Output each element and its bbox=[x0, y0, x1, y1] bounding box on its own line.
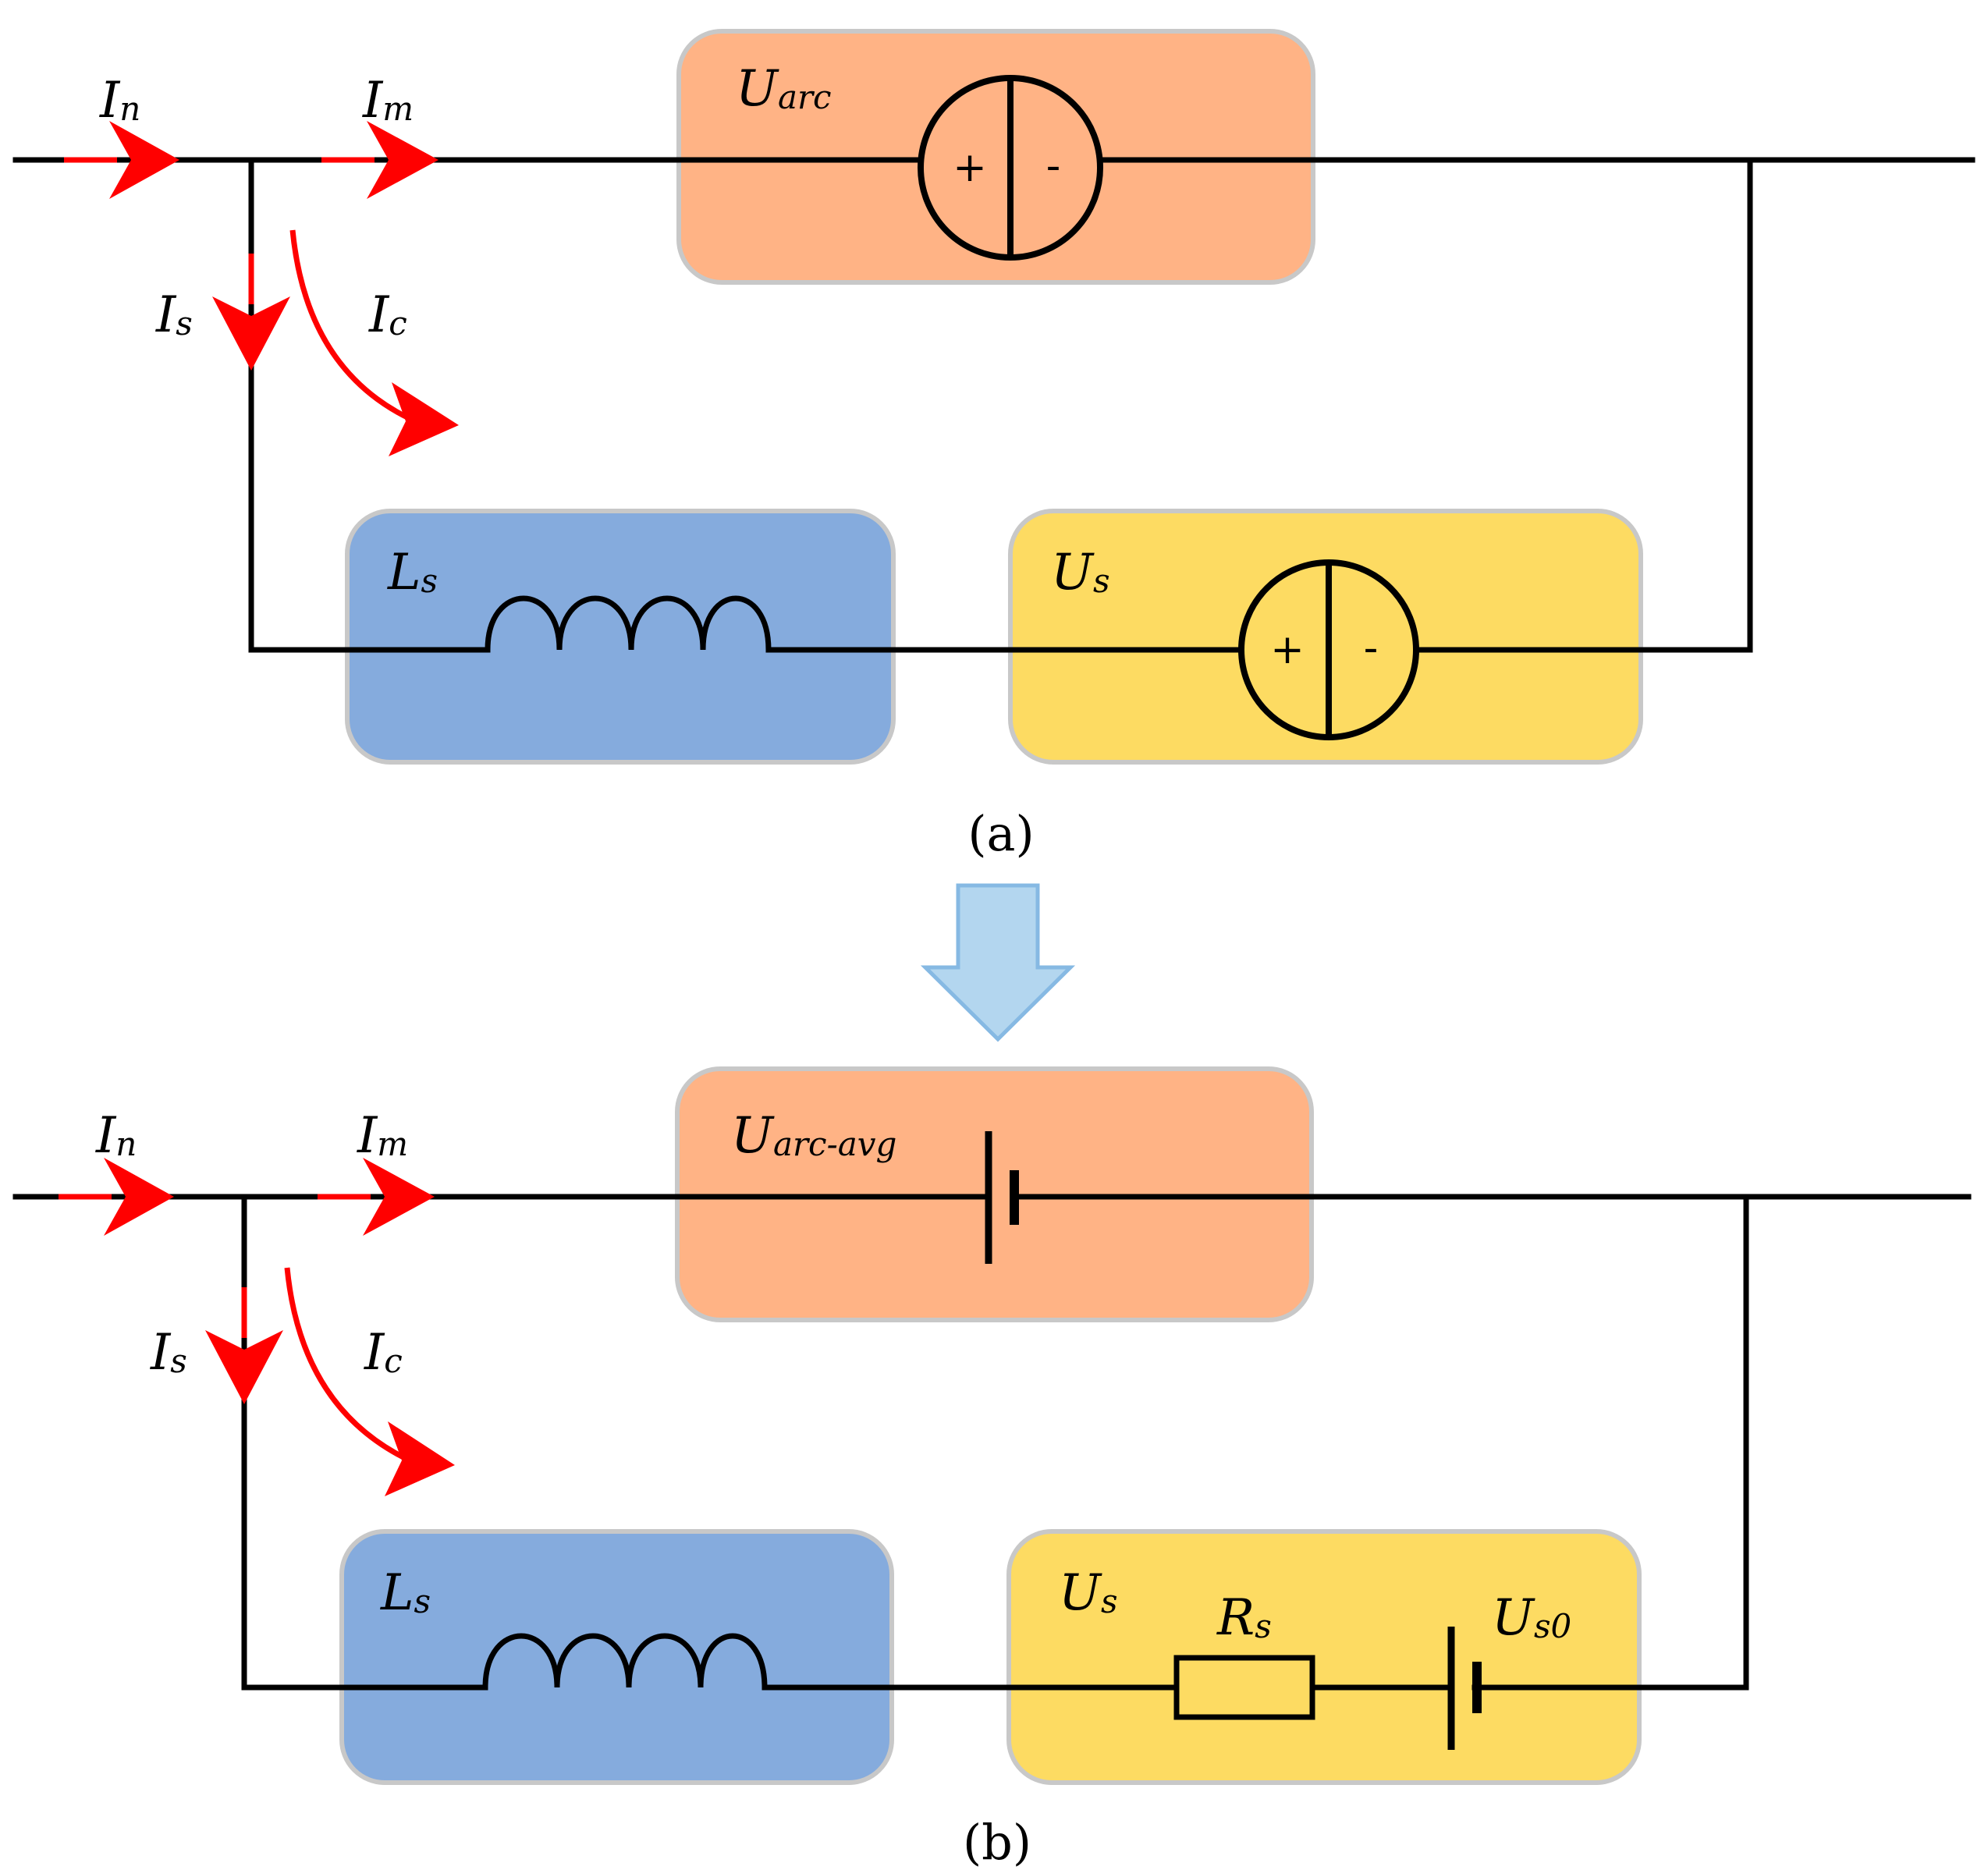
label-us-a: Us bbox=[1051, 544, 1110, 601]
inductor-coil-b bbox=[482, 1633, 768, 1691]
inductor-box-b bbox=[339, 1529, 894, 1785]
current-arrow-im-b bbox=[318, 1158, 435, 1236]
diagram-b: In Im Is Ic Uarc-avg Ls Us Rs Us0 (b) bbox=[12, 1066, 1972, 1870]
label-u-arc-a: Uarc bbox=[736, 60, 832, 118]
label-is-b: Is bbox=[150, 1324, 187, 1382]
arc-voltage-source-symbol-a: + - bbox=[918, 75, 1103, 261]
label-ls-b: Ls bbox=[380, 1564, 431, 1622]
label-u-arc-avg-b: Uarc-avg bbox=[731, 1107, 896, 1165]
label-us-b: Us bbox=[1059, 1564, 1118, 1622]
label-im-b: Im bbox=[357, 1107, 408, 1165]
current-arrow-is-a bbox=[212, 254, 290, 371]
label-us0-b: Us0 bbox=[1492, 1589, 1571, 1647]
inductor-box-a bbox=[345, 509, 896, 765]
caption-b: (b) bbox=[963, 1814, 1031, 1870]
series-source-box-b bbox=[1006, 1529, 1642, 1785]
current-arrow-ic-a bbox=[289, 229, 459, 456]
label-ls-a: Ls bbox=[387, 544, 438, 601]
transition-down-arrow bbox=[920, 883, 1076, 1042]
label-in-a: In bbox=[99, 72, 140, 130]
current-arrow-in-a bbox=[64, 121, 179, 199]
label-rs-b: Rs bbox=[1216, 1589, 1272, 1647]
minus-sign: - bbox=[1364, 625, 1379, 672]
label-is-a: Is bbox=[155, 286, 193, 344]
label-in-b: In bbox=[95, 1107, 137, 1165]
series-voltage-source-symbol-a: + - bbox=[1238, 559, 1419, 740]
arc-source-box-a bbox=[676, 29, 1315, 285]
current-arrow-is-b bbox=[205, 1287, 283, 1404]
label-ic-a: Ic bbox=[368, 286, 407, 344]
inductor-coil-a bbox=[485, 595, 772, 653]
current-arrow-in-b bbox=[59, 1158, 174, 1236]
arc-average-battery-symbol-b bbox=[985, 1131, 1019, 1264]
minus-sign: - bbox=[1046, 143, 1061, 190]
caption-a: (a) bbox=[967, 805, 1034, 862]
plus-sign: + bbox=[953, 144, 987, 191]
resistor-symbol-b bbox=[1173, 1655, 1315, 1720]
label-ic-b: Ic bbox=[364, 1324, 403, 1382]
plus-sign: + bbox=[1270, 626, 1305, 673]
label-im-a: Im bbox=[362, 72, 414, 130]
diagram-a: + - + - In Im Is bbox=[12, 29, 1976, 862]
us0-battery-symbol-b bbox=[1447, 1627, 1482, 1750]
current-arrow-im-a bbox=[321, 121, 438, 199]
wires-b bbox=[12, 1194, 1972, 1691]
current-arrow-ic-b bbox=[284, 1267, 455, 1496]
